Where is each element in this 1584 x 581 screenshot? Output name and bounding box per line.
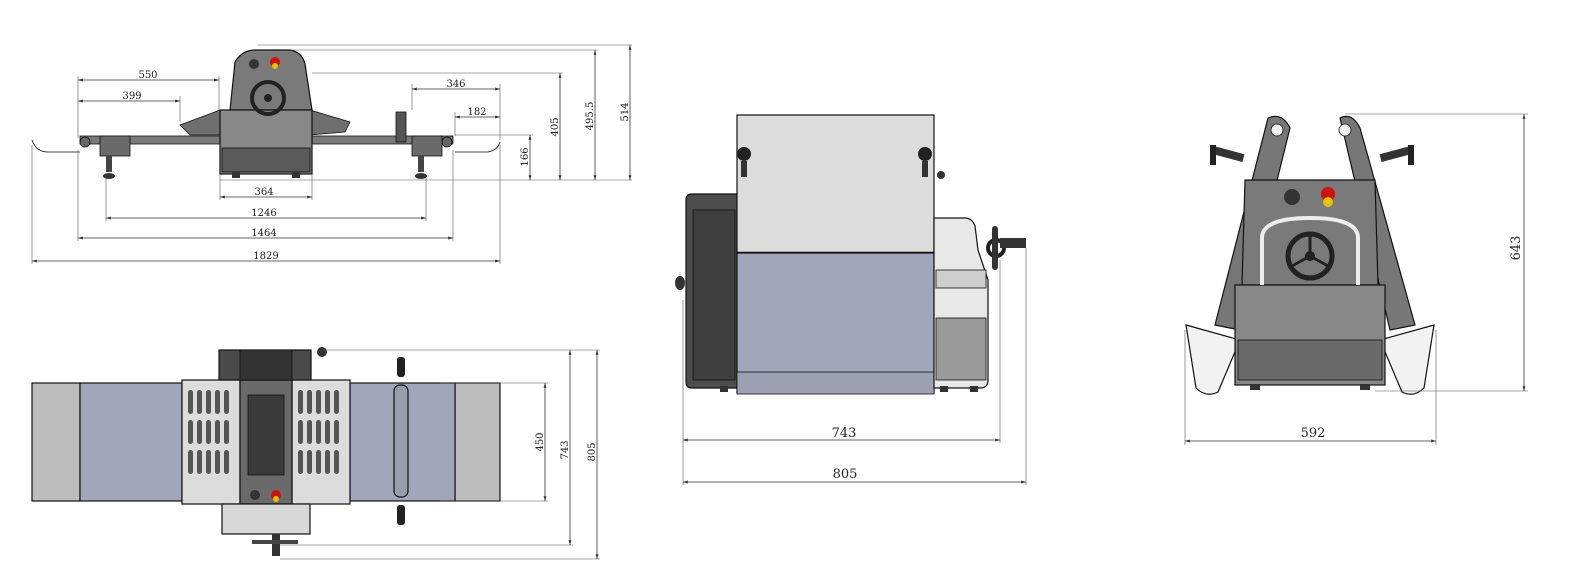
- dim-495-5: 495.5: [585, 102, 596, 131]
- top-view: 450 743 805: [31, 347, 600, 560]
- dim-346: 346: [446, 79, 465, 90]
- end-view-dimensions: 643 592: [1184, 113, 1528, 445]
- dim-166: 166: [520, 147, 531, 166]
- dim-1464: 1464: [251, 228, 276, 239]
- front-view-machine: [675, 114, 1026, 395]
- top-view-machine: [31, 347, 501, 556]
- dim-top-805: 805: [587, 442, 598, 461]
- dim-514: 514: [620, 102, 631, 121]
- dim-front-805: 805: [833, 467, 858, 482]
- front-view: 743 805: [675, 114, 1027, 485]
- side-view-dimensions: 550 399 346 182 405 495.5: [31, 44, 632, 264]
- front-view-dimensions: 743 805: [682, 248, 1027, 485]
- dim-364: 364: [254, 187, 273, 198]
- dim-182: 182: [467, 107, 486, 118]
- dim-592: 592: [1301, 426, 1326, 441]
- dim-550: 550: [138, 70, 157, 81]
- dim-450: 450: [535, 432, 546, 451]
- end-view: 643 592: [1184, 113, 1528, 445]
- side-view-machine: [31, 49, 501, 179]
- dim-643: 643: [1509, 236, 1524, 261]
- top-view-dimensions: 450 743 805: [280, 349, 600, 560]
- dim-399: 399: [122, 91, 141, 102]
- dim-1246: 1246: [251, 208, 276, 219]
- side-view: 550 399 346 182 405 495.5: [31, 44, 632, 264]
- end-view-machine: [1185, 115, 1435, 395]
- dim-front-743: 743: [832, 426, 857, 441]
- dim-405: 405: [550, 117, 561, 136]
- dim-1829: 1829: [253, 251, 278, 262]
- dim-top-743: 743: [560, 440, 571, 459]
